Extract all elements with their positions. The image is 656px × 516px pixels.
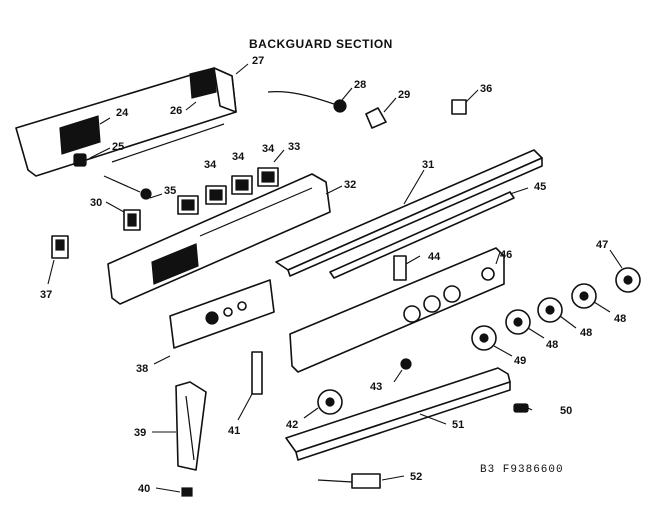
label-33: 33 [288, 141, 300, 153]
label-44: 44 [428, 251, 441, 263]
part-37-terminal [51, 235, 69, 259]
part-30-switch [123, 209, 141, 231]
label-36: 36 [480, 83, 492, 95]
label-51: 51 [452, 419, 464, 431]
label-29: 29 [398, 89, 410, 101]
label-50: 50 [560, 405, 572, 417]
label-45: 45 [534, 181, 546, 193]
label-40: 40 [138, 483, 150, 495]
label-24: 24 [116, 107, 129, 119]
label-42: 42 [286, 419, 298, 431]
label-34-c: 34 [262, 143, 275, 155]
part-25-clip [73, 153, 87, 167]
label-30: 30 [90, 197, 102, 209]
part-38-clock-panel [169, 279, 275, 349]
part-46-dial-panel [289, 247, 505, 373]
label-43: 43 [370, 381, 382, 393]
part-52-connector [317, 473, 381, 489]
model-code: B3 F9386600 [480, 464, 564, 476]
label-48-b: 48 [580, 327, 592, 339]
parts-34-switches [177, 167, 279, 215]
label-39: 39 [134, 427, 146, 439]
part-40-clip [181, 487, 193, 497]
label-32: 32 [344, 179, 356, 191]
part-51-front-trim [285, 367, 511, 461]
part-42-knob [317, 389, 343, 415]
label-25: 25 [112, 141, 124, 153]
knobs-group [471, 267, 641, 351]
part-labels: 24 25 26 27 28 29 30 31 32 33 34 34 34 3… [40, 55, 626, 495]
label-28: 28 [354, 79, 366, 91]
label-27: 27 [252, 55, 264, 67]
part-35-shaft [103, 175, 152, 200]
label-37: 37 [40, 289, 52, 301]
label-47: 47 [596, 239, 608, 251]
part-45-strip [329, 191, 515, 279]
label-48-a: 48 [614, 313, 626, 325]
part-36-clip [451, 99, 467, 115]
part-39-vent [175, 381, 207, 471]
diagram-title: BACKGUARD SECTION [249, 37, 393, 51]
label-52: 52 [410, 471, 422, 483]
leader-lines [47, 63, 623, 493]
label-41: 41 [228, 425, 240, 437]
label-34-a: 34 [204, 159, 217, 171]
label-26: 26 [170, 105, 182, 117]
part-50-clip [513, 403, 529, 413]
label-34-b: 34 [232, 151, 245, 163]
part-43-nut [400, 358, 412, 370]
part-28-cord [267, 91, 347, 113]
label-49: 49 [514, 355, 526, 367]
label-46: 46 [500, 249, 512, 261]
label-38: 38 [136, 363, 148, 375]
label-31: 31 [422, 159, 434, 171]
label-35: 35 [164, 185, 176, 197]
part-44-bracket [393, 255, 407, 281]
part-32-control-panel [107, 173, 331, 305]
backguard-panel [15, 67, 237, 177]
part-31-trim [275, 149, 543, 277]
part-29-bracket [365, 107, 387, 129]
part-41-rod [251, 351, 263, 395]
label-48-c: 48 [546, 339, 558, 351]
